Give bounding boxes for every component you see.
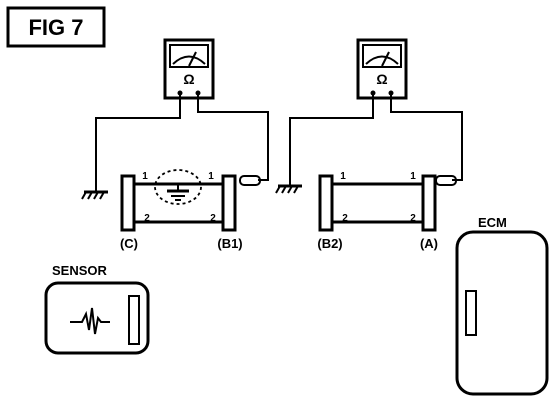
pin-label-c-2: 2 [144,213,150,224]
connector-a [421,174,437,232]
pin-label-b2-2: 2 [342,213,348,224]
ground-check-circle [154,169,202,205]
ohmmeter-left: Ω [163,38,215,100]
ohmmeter-left-lead-neg [95,93,181,192]
connector-label-b2: (B2) [317,236,342,251]
ground-fault-icon [167,184,189,201]
connector-b1 [221,174,237,232]
harness-left: 1 1 2 2 (C) (B1) [120,169,243,251]
ecm-body [455,230,549,396]
pin-label-b2-1: 1 [340,171,346,182]
connector-b2 [318,174,334,232]
connector-c [120,174,136,232]
sensor-connector-port [128,295,140,345]
ohmmeter-right-body [356,38,408,100]
ohmmeter-right-lead-neg [289,93,374,186]
ohmmeter-left-body [163,38,215,100]
figure-label-box: FIG 7 [6,6,106,48]
ohmmeter-right: Ω [356,38,408,100]
ground-symbol-left-icon [81,190,108,200]
pin-label-a-2: 2 [410,213,416,224]
ohmmeter-right-lead-pos [390,93,463,181]
ohmmeter-right-dial-icon [362,44,402,68]
sensor-label: SENSOR [52,263,108,278]
ecm-connector-port [465,290,477,336]
pin-label-b1-1: 1 [208,171,214,182]
connector-label-c: (C) [120,236,138,251]
sensor-unit: SENSOR [44,263,150,355]
pin-label-c-1: 1 [142,171,148,182]
connector-label-b1: (B1) [217,236,242,251]
ohmmeter-left-dial-icon [169,44,209,68]
sensor-body [44,281,150,355]
ohmmeter-right-unit: Ω [376,71,387,87]
ground-symbol-right-icon [275,184,302,194]
pin-label-b1-2: 2 [210,213,216,224]
ohmmeter-left-unit: Ω [183,71,194,87]
ohmmeter-left-probe-tip [239,175,261,186]
sensor-waveform-icon [70,307,110,335]
harness-right: 1 1 2 2 (B2) (A) [317,171,438,251]
figure-label: FIG 7 [28,15,83,40]
ecm-unit: ECM [455,215,549,396]
ohmmeter-left-lead-pos [197,93,269,181]
pin-label-a-1: 1 [410,171,416,182]
ecm-label: ECM [478,215,507,230]
connector-label-a: (A) [420,236,438,251]
